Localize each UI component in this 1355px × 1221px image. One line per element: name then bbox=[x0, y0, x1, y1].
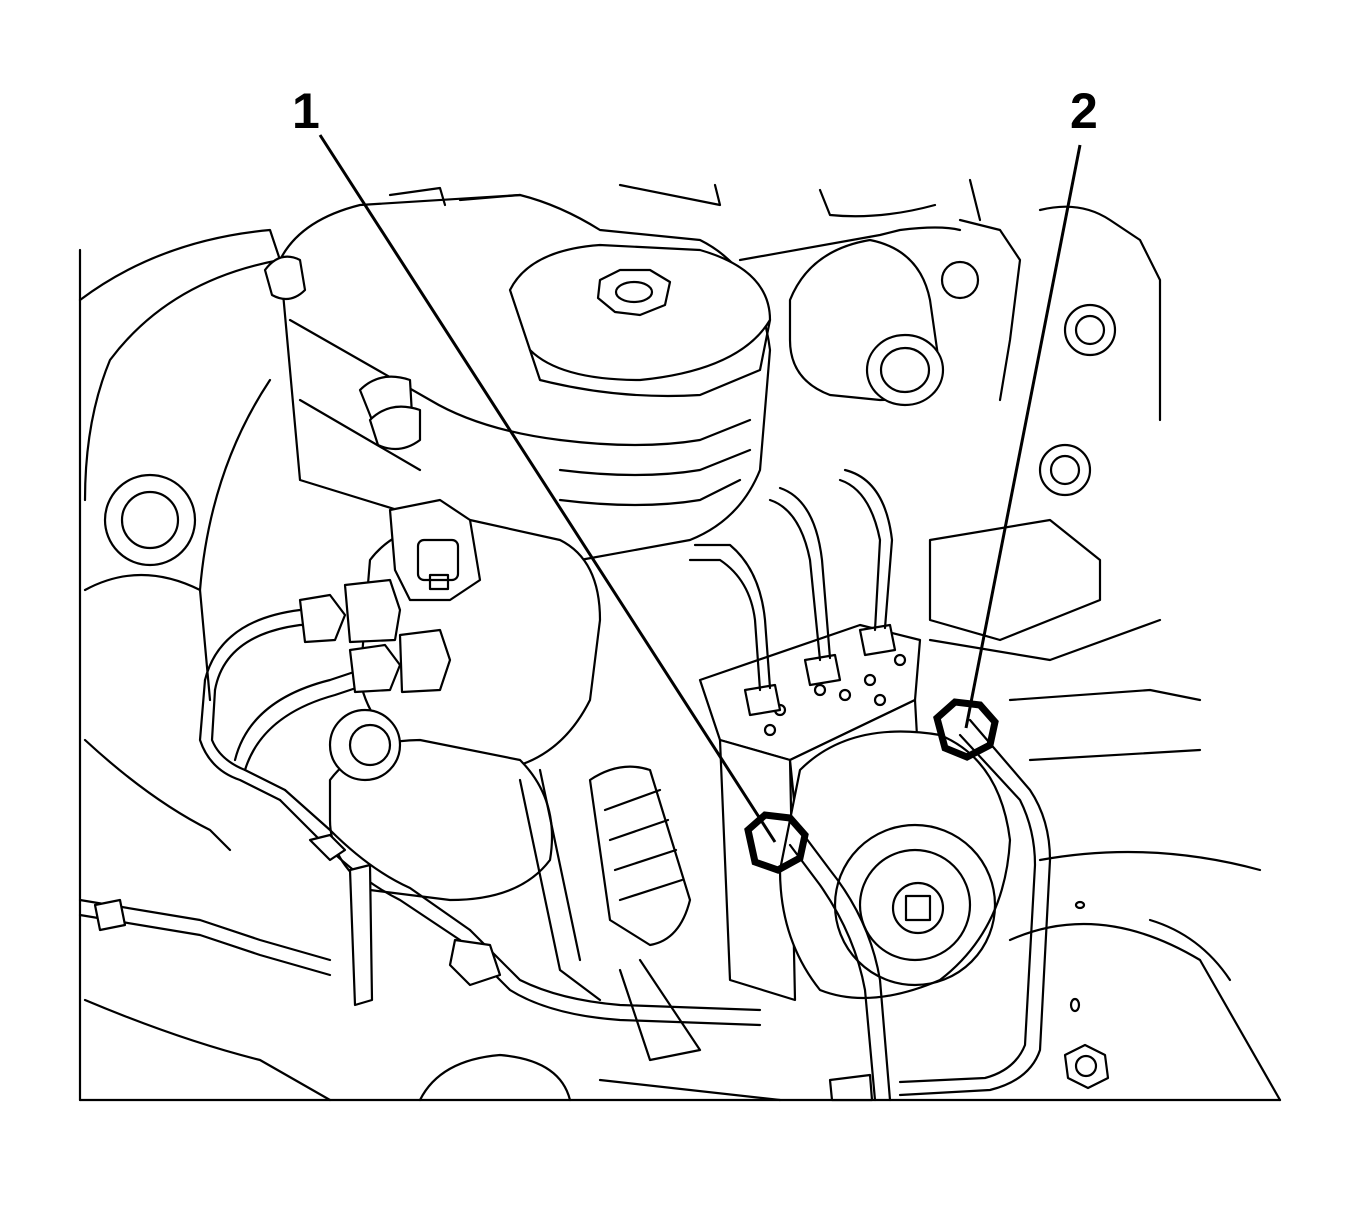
callout-1-nut bbox=[744, 811, 809, 874]
master-cylinder bbox=[328, 498, 602, 902]
engine-bay-lower-right bbox=[1008, 850, 1282, 1102]
brake-lines-right bbox=[788, 718, 1052, 1102]
callout-1-label: 1 bbox=[292, 83, 320, 139]
engine-bay-upper-right bbox=[388, 178, 1202, 762]
abs-control-module bbox=[518, 765, 702, 1062]
engine-bay-lower-left bbox=[348, 863, 874, 1102]
callout-2-nut bbox=[933, 698, 999, 761]
leader-line-2 bbox=[964, 144, 1082, 729]
highlighted-nuts bbox=[744, 698, 999, 874]
leader-lines bbox=[318, 134, 1082, 843]
frame-edges bbox=[78, 248, 1282, 1102]
callout-2-label: 2 bbox=[1070, 83, 1098, 139]
abs-pump-motor bbox=[778, 730, 1012, 1000]
leader-line-1 bbox=[318, 134, 777, 843]
brake-fluid-reservoir bbox=[263, 193, 772, 562]
brake-booster bbox=[78, 228, 332, 1102]
callouts: 1 2 bbox=[292, 83, 1098, 139]
brake-lines-left bbox=[78, 578, 762, 1027]
